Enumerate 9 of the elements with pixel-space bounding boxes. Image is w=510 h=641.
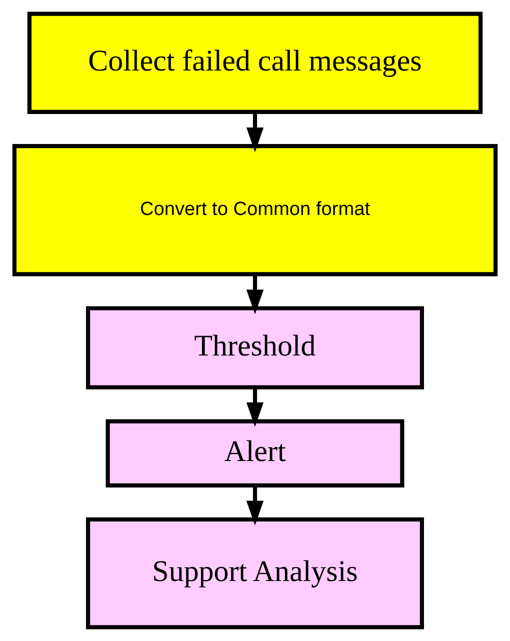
node-box: Support Analysis [86, 517, 424, 630]
node-box: Collect failed call messages [27, 12, 483, 114]
arrow [246, 387, 264, 427]
arrow [246, 486, 264, 526]
arrow [246, 112, 264, 152]
node-box: Threshold [86, 306, 424, 390]
node-box: Alert [106, 419, 404, 488]
arrow [246, 274, 264, 314]
node-box: Convert to Common format [12, 144, 498, 276]
